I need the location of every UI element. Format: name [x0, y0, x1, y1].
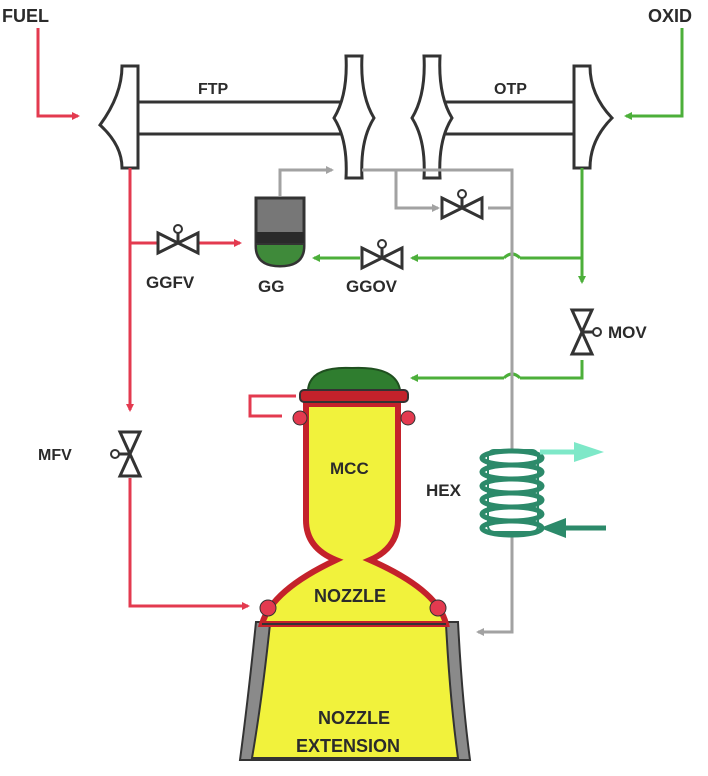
hex-outlet-arrow-icon	[574, 442, 604, 462]
label-ftp: FTP	[198, 81, 229, 98]
valve-hotgas-icon[interactable]	[440, 189, 484, 221]
hot-gas-lines	[278, 166, 514, 636]
hex-inlet-arrow-icon	[540, 518, 566, 538]
label-nozzle-extension-2: EXTENSION	[296, 736, 400, 756]
heat-exchanger-icon	[479, 442, 606, 538]
label-oxid: OXID	[648, 6, 692, 26]
fuel-pump-icon	[97, 64, 140, 170]
ox-pump-icon	[572, 64, 615, 170]
label-gg: GG	[258, 277, 284, 296]
label-nozzle-extension-1: NOZZLE	[318, 708, 390, 728]
label-nozzle: NOZZLE	[314, 586, 386, 606]
label-mfv: MFV	[38, 447, 72, 464]
injector-dome-icon	[306, 366, 402, 391]
fuel-lines	[36, 28, 296, 610]
label-mov: MOV	[608, 323, 647, 342]
gas-generator-icon	[254, 196, 306, 268]
ox-turbine-icon	[410, 54, 454, 180]
valve-ggov-icon[interactable]	[360, 239, 404, 271]
label-fuel: FUEL	[2, 6, 49, 26]
label-ggov: GGOV	[346, 277, 398, 296]
nozzle-extension-body	[250, 623, 460, 759]
otp-shaft	[438, 100, 592, 136]
label-ggfv: GGFV	[146, 273, 195, 292]
label-hex: HEX	[426, 481, 462, 500]
valve-mfv-icon[interactable]	[110, 430, 143, 478]
label-otp: OTP	[494, 81, 527, 98]
thrust-chamber	[238, 366, 472, 761]
valve-mov-icon[interactable]	[569, 308, 602, 356]
fuel-turbine-icon	[332, 54, 376, 180]
valve-ggfv-icon[interactable]	[156, 224, 200, 256]
ftp-shaft	[136, 100, 348, 136]
label-mcc: MCC	[330, 459, 369, 478]
